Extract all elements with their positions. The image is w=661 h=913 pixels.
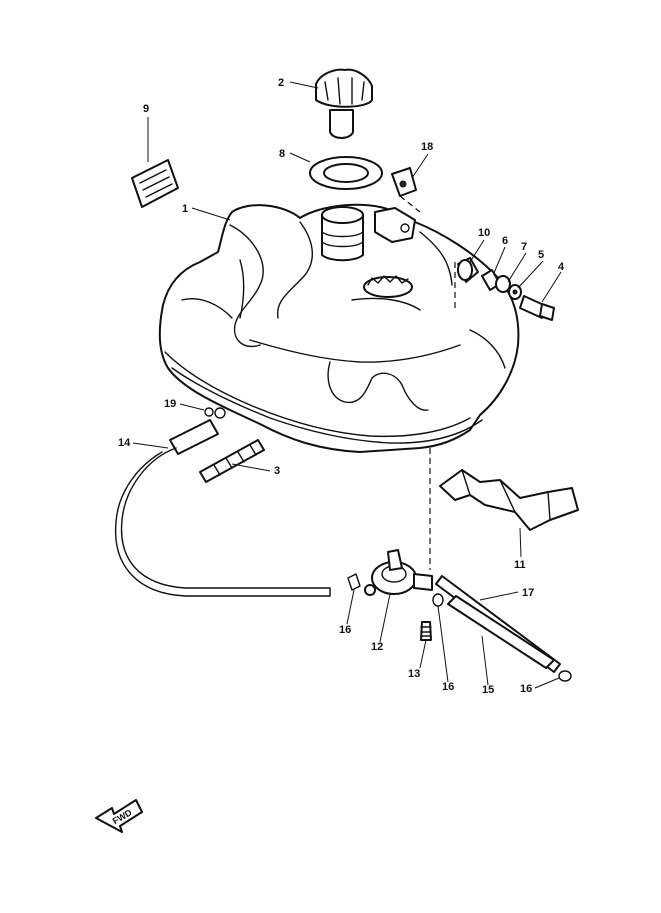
callout-10: 10 <box>478 227 490 239</box>
label-plate <box>131 159 179 208</box>
mounting-hardware <box>457 257 555 321</box>
callout-18: 18 <box>421 141 433 153</box>
callout-8: 8 <box>279 148 285 160</box>
fuel-filter <box>199 407 265 483</box>
fuel-cock <box>364 549 433 596</box>
fuel-hose <box>114 419 331 597</box>
callout-16-left: 16 <box>339 624 351 636</box>
callout-5: 5 <box>538 249 544 261</box>
fuel-tank <box>158 203 520 453</box>
callout-7: 7 <box>521 241 527 253</box>
clip <box>391 167 417 197</box>
callout-6: 6 <box>502 235 508 247</box>
callout-13: 13 <box>408 668 420 680</box>
callout-11: 11 <box>514 559 526 571</box>
callout-16-middle: 16 <box>442 681 454 693</box>
protector-pad <box>439 469 579 531</box>
callout-12: 12 <box>371 641 383 653</box>
leader-lines <box>132 81 562 689</box>
callout-16-right: 16 <box>520 683 532 695</box>
callout-17: 17 <box>522 587 534 599</box>
callout-4: 4 <box>558 261 565 273</box>
callout-3: 3 <box>274 465 280 477</box>
callout-1: 1 <box>182 203 188 215</box>
callout-15: 15 <box>482 684 494 696</box>
callout-19: 19 <box>164 398 176 410</box>
cap-gasket <box>309 156 383 190</box>
callout-9: 9 <box>143 103 149 115</box>
drain-tubes <box>435 575 561 673</box>
callout-2: 2 <box>278 77 284 89</box>
callout-14: 14 <box>118 437 131 449</box>
forward-direction-arrow-icon: FWD <box>95 799 143 833</box>
alignment-line-clip <box>399 195 421 213</box>
screw <box>420 621 432 641</box>
fuel-cap <box>315 68 373 139</box>
